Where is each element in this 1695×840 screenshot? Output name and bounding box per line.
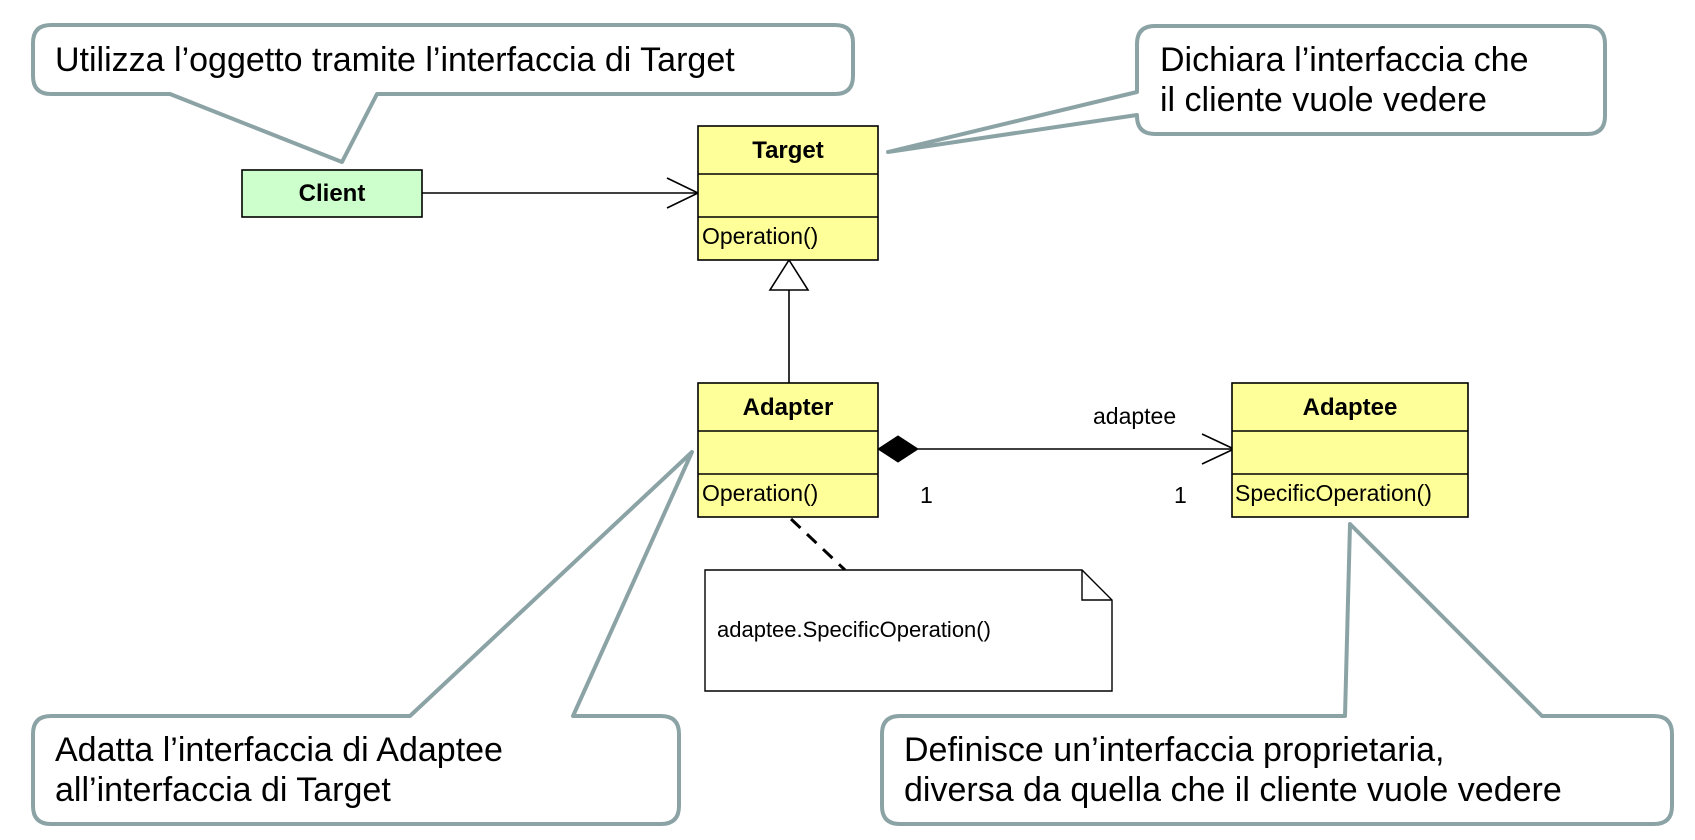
callout-adaptee-line1: Definisce un’interfaccia proprietaria, xyxy=(904,731,1444,769)
code-note-folded-corner xyxy=(1081,570,1112,601)
class-adapter-operation: Operation() xyxy=(702,480,818,506)
callout-adaptee-bubble xyxy=(880,522,1674,826)
callout-client: Utilizza l’oggetto tramite l’interfaccia… xyxy=(31,23,855,164)
callout-adapter: Adatta l’interfaccia di Adaptee all’inte… xyxy=(31,450,694,826)
class-adaptee-name: Adaptee xyxy=(1303,394,1398,421)
association-source-multiplicity: 1 xyxy=(920,482,933,508)
class-adapter-box xyxy=(697,382,879,518)
code-note: adaptee.SpecificOperation() xyxy=(704,569,1113,692)
callout-adapter-line2: all’interfaccia di Target xyxy=(55,771,391,809)
class-target-box xyxy=(697,125,879,261)
class-client-box xyxy=(241,169,423,218)
class-target-name: Target xyxy=(752,137,824,164)
class-client: Client xyxy=(241,169,423,218)
callout-adaptee: Definisce un’interfaccia proprietaria, d… xyxy=(880,522,1674,826)
callout-adapter-line1: Adatta l’interfaccia di Adaptee xyxy=(55,731,503,769)
callout-target-line1: Dichiara l’interfaccia che xyxy=(1160,41,1529,79)
class-adapter-name: Adapter xyxy=(743,394,834,421)
callout-client-bubble xyxy=(31,23,855,164)
association-target-multiplicity: 1 xyxy=(1174,482,1187,508)
class-client-name: Client xyxy=(299,180,366,207)
composition-diamond xyxy=(877,435,919,463)
generalization-triangle xyxy=(768,258,810,291)
class-adaptee-operation: SpecificOperation() xyxy=(1235,480,1432,506)
connector-composition: adaptee 1 1 xyxy=(877,403,1236,508)
code-note-box xyxy=(704,569,1113,692)
callout-client-text: Utilizza l’oggetto tramite l’interfaccia… xyxy=(55,41,735,79)
class-target: Target Operation() xyxy=(697,125,879,261)
callout-target: Dichiara l’interfaccia che il cliente vu… xyxy=(886,24,1607,154)
connector-generalization xyxy=(768,258,810,383)
association-role-label: adaptee xyxy=(1093,403,1176,429)
callout-target-line2: il cliente vuole vedere xyxy=(1160,81,1487,119)
callout-adaptee-line2: diversa da quella che il cliente vuole v… xyxy=(904,771,1562,809)
class-adaptee-box xyxy=(1231,382,1469,518)
callout-adapter-bubble xyxy=(31,450,694,826)
callout-target-bubble xyxy=(886,24,1607,154)
class-target-operation: Operation() xyxy=(702,223,818,249)
code-note-text: adaptee.SpecificOperation() xyxy=(717,617,991,642)
class-adapter: Adapter Operation() xyxy=(697,382,879,518)
note-anchor-dashed-line xyxy=(789,517,847,572)
class-adaptee: Adaptee SpecificOperation() xyxy=(1231,382,1469,518)
connector-client-target xyxy=(422,177,700,209)
